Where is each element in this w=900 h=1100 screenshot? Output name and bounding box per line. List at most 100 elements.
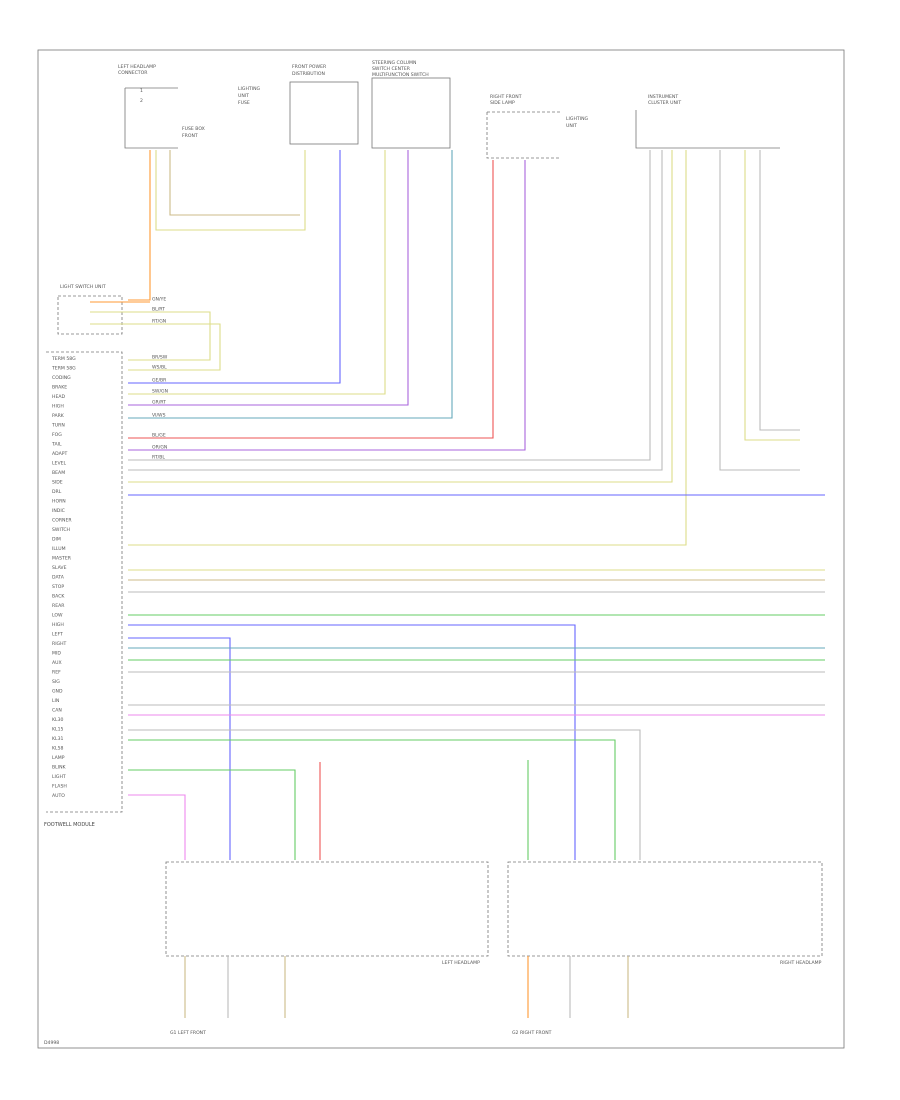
wire-color-label: SW/GN: [152, 389, 168, 395]
wire: [128, 769, 296, 860]
left-headlamp-label: LEFT HEADLAMP: [442, 960, 480, 966]
svg-text:UNIT: UNIT: [566, 123, 577, 129]
wire: [128, 624, 576, 860]
wire: [128, 637, 231, 860]
top-connector-5: INSTRUMENT CLUSTER UNIT: [635, 94, 780, 149]
svg-text:UNIT: UNIT: [238, 93, 249, 99]
svg-text:SIDE LAMP: SIDE LAMP: [490, 100, 515, 106]
pin-label: TERM 58G: [51, 366, 76, 372]
pin-label: LAMP: [52, 755, 65, 761]
pin-label: AUTO: [52, 793, 65, 799]
svg-text:FUSE: FUSE: [238, 100, 250, 106]
wire-color-label: OR/GN: [152, 445, 167, 451]
diagram-frame: [37, 49, 845, 1049]
wire: [128, 160, 494, 439]
svg-text:CONNECTOR: CONNECTOR: [118, 70, 148, 76]
pin-label: HIGH: [52, 622, 64, 628]
wire-color-label: GR/RT: [152, 400, 166, 406]
wire-color-label: RT/BL: [152, 455, 165, 461]
wire: [744, 150, 800, 441]
left-ground-label: G1 LEFT FRONT: [170, 1030, 206, 1036]
svg-text:FRONT: FRONT: [182, 133, 198, 139]
wire: [128, 729, 641, 860]
light-switch-label: LIGHT SWITCH UNIT: [60, 284, 106, 290]
pin-label: HEAD: [52, 394, 65, 400]
wire-color-label: GN/YE: [152, 297, 166, 303]
pin-label: LOW: [52, 613, 63, 619]
svg-text:FUSE BOX: FUSE BOX: [182, 126, 205, 132]
pin-label: BLINK: [52, 765, 67, 771]
svg-text:RIGHT FRONT: RIGHT FRONT: [490, 94, 522, 100]
pin-label: ADAPT: [52, 451, 68, 457]
right-headlamp-box: [507, 861, 823, 957]
footwell-module-outline: [46, 351, 123, 813]
top-connector-3: [371, 77, 451, 149]
wire: [128, 150, 151, 301]
pin-label: DIM: [52, 537, 61, 543]
pin-label: KL15: [52, 727, 63, 733]
footwell-module-label: FOOTWELL MODULE: [44, 822, 95, 828]
right-ground-label: G2 RIGHT FRONT: [512, 1030, 552, 1036]
top-connector-2: [289, 81, 359, 145]
svg-text:DISTRIBUTION: DISTRIBUTION: [292, 71, 325, 77]
wire: [128, 150, 687, 546]
pin-label: STOP: [52, 584, 64, 590]
wire: [128, 150, 663, 471]
svg-text:SWITCH CENTER: SWITCH CENTER: [372, 66, 411, 72]
pin-label: SLAVE: [52, 565, 67, 571]
wire: [128, 150, 651, 461]
pin-label: KL30: [52, 717, 63, 723]
pin-label: DRL: [52, 489, 62, 495]
wire: [90, 323, 221, 371]
pin-label: GND: [52, 689, 63, 695]
pin-label: HIGH: [52, 404, 64, 410]
wire-color-label: BR/SW: [152, 355, 168, 361]
pin-label: DATA: [52, 575, 65, 581]
pin-label: TURN: [51, 423, 65, 429]
svg-text:STEERING COLUMN: STEERING COLUMN: [372, 60, 416, 66]
svg-text:CLUSTER UNIT: CLUSTER UNIT: [648, 100, 681, 106]
svg-text:FRONT POWER: FRONT POWER: [292, 64, 327, 70]
svg-text:LIGHTING: LIGHTING: [238, 86, 261, 92]
pin-label: FLASH: [52, 784, 67, 790]
wire: [128, 150, 409, 406]
top-connector-4: RIGHT FRONT SIDE LAMP LIGHTING UNIT: [486, 94, 589, 159]
svg-text:INSTRUMENT: INSTRUMENT: [648, 94, 678, 100]
pin-label: BEAM: [52, 470, 65, 476]
pin-label: LEFT: [52, 632, 63, 638]
light-switch-box: [57, 295, 123, 335]
pin-label: KL58: [52, 746, 63, 752]
pin-label: LIGHT: [52, 774, 66, 780]
top-connector-1: LEFT HEADLAMP CONNECTOR LIGHTING UNIT FU…: [118, 64, 261, 149]
wire: [169, 150, 300, 216]
wire-color-label: RT/GN: [152, 319, 166, 325]
wire-layer: [90, 150, 825, 1018]
pin-label: MID: [52, 651, 61, 657]
wire: [128, 160, 526, 451]
wire-color-label: BL/GE: [152, 433, 166, 439]
svg-text:2: 2: [140, 98, 143, 104]
wire: [759, 150, 800, 431]
wire: [155, 150, 306, 231]
wire: [128, 739, 616, 860]
wire: [90, 311, 211, 361]
pin-label: TAIL: [51, 442, 62, 448]
pin-label: LEVEL: [52, 461, 67, 467]
svg-text:LIGHTING: LIGHTING: [566, 116, 589, 122]
footer-code: D4998: [44, 1040, 59, 1046]
pin-label: SIG: [52, 679, 60, 685]
wire: [128, 150, 341, 384]
pin-label: MASTER: [52, 556, 72, 562]
pin-label: SIDE: [52, 480, 63, 486]
svg-text:1: 1: [140, 88, 143, 94]
wire-color-label: WS/BL: [152, 365, 167, 371]
pin-label: INDIC: [52, 508, 65, 514]
left-headlamp-box: [165, 861, 489, 957]
pin-label: AUX: [52, 660, 62, 666]
wire: [128, 794, 186, 860]
svg-text:LEFT HEADLAMP: LEFT HEADLAMP: [118, 64, 156, 70]
pin-label: HORN: [52, 499, 66, 505]
pin-label: TERM 58G: [51, 356, 76, 362]
